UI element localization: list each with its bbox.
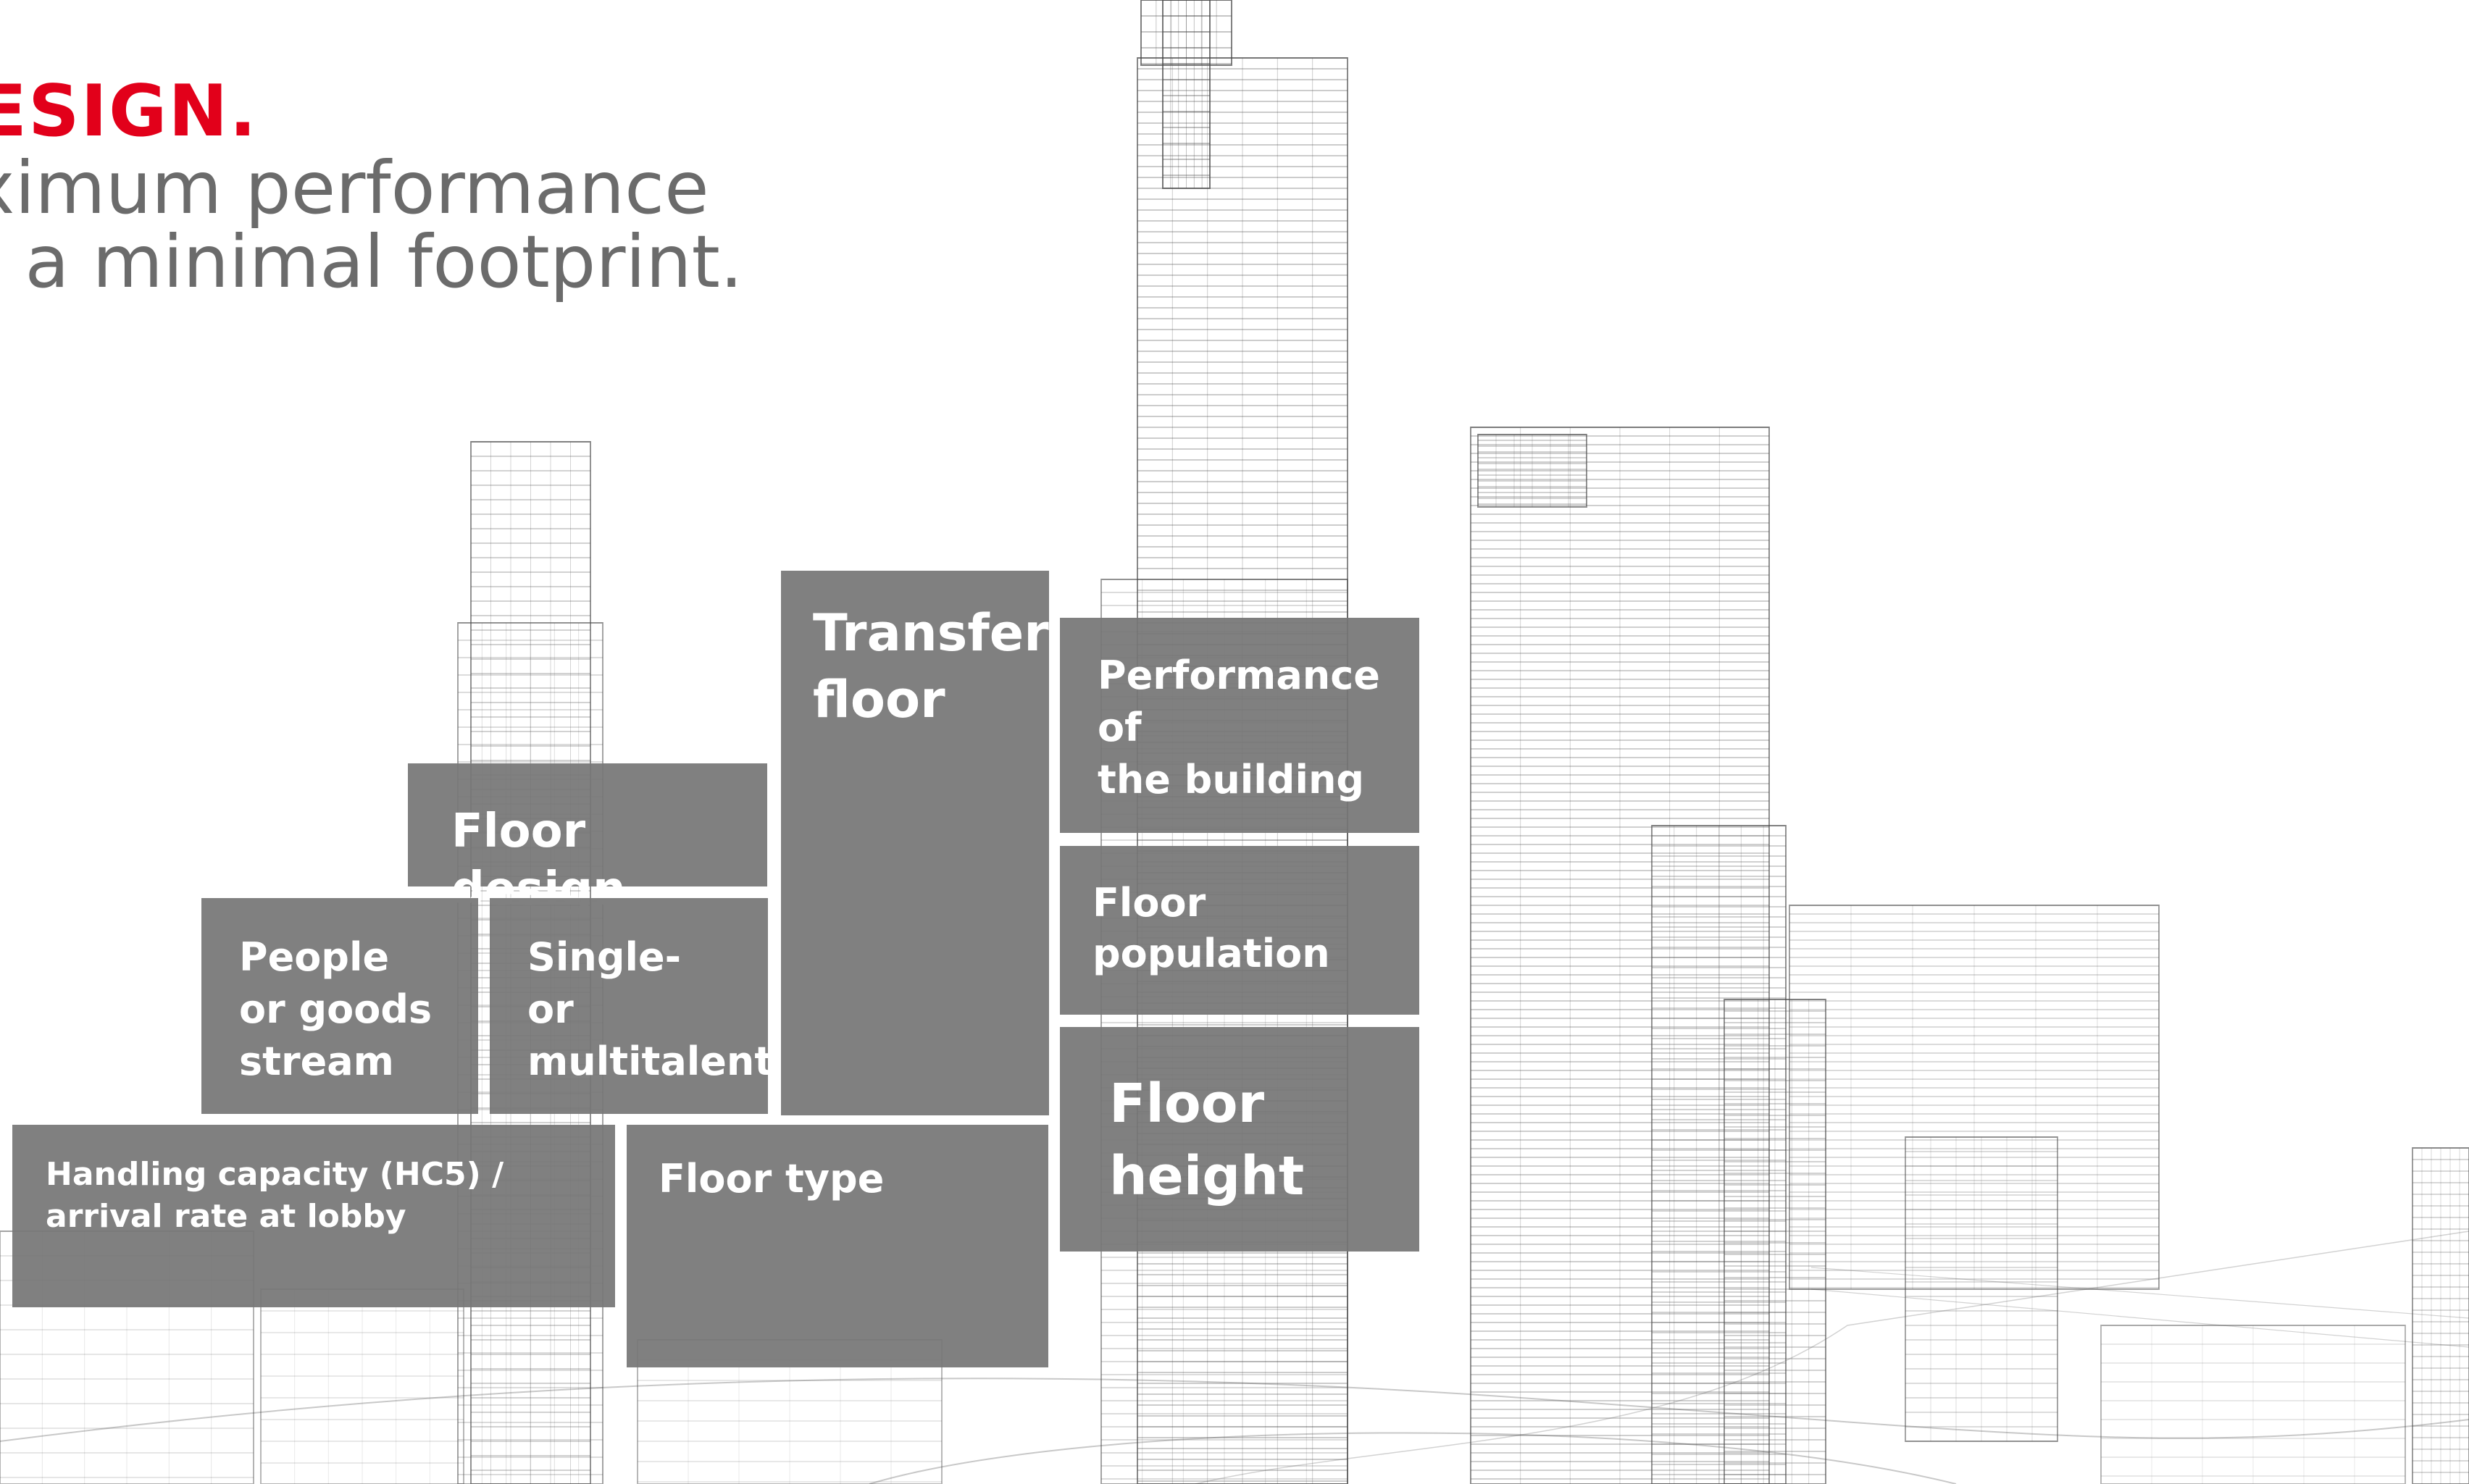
- tile-performance-of-building: Performance of the building: [1060, 618, 1419, 833]
- page-heading: ESIGN.: [0, 70, 258, 153]
- tile-floor-population: Floor population: [1060, 846, 1419, 1015]
- tile-people-or-goods-stream: People or goods stream: [201, 898, 478, 1114]
- subheading-line-2: th a minimal footprint.: [0, 219, 743, 304]
- tile-transfer-floor: Transfer floor: [781, 571, 1049, 1115]
- tile-floor-design: Floor design: [408, 763, 767, 916]
- tile-handling-capacity: Handling capacity (HC5) / arrival rate a…: [12, 1125, 615, 1307]
- tile-single-or-multitalent: Single- or multitalent: [490, 898, 773, 1114]
- tile-floor-height: Floor height: [1060, 1027, 1419, 1252]
- subheading-line-1: aximum performance: [0, 146, 709, 230]
- tile-floor-type: Floor type: [627, 1125, 1048, 1367]
